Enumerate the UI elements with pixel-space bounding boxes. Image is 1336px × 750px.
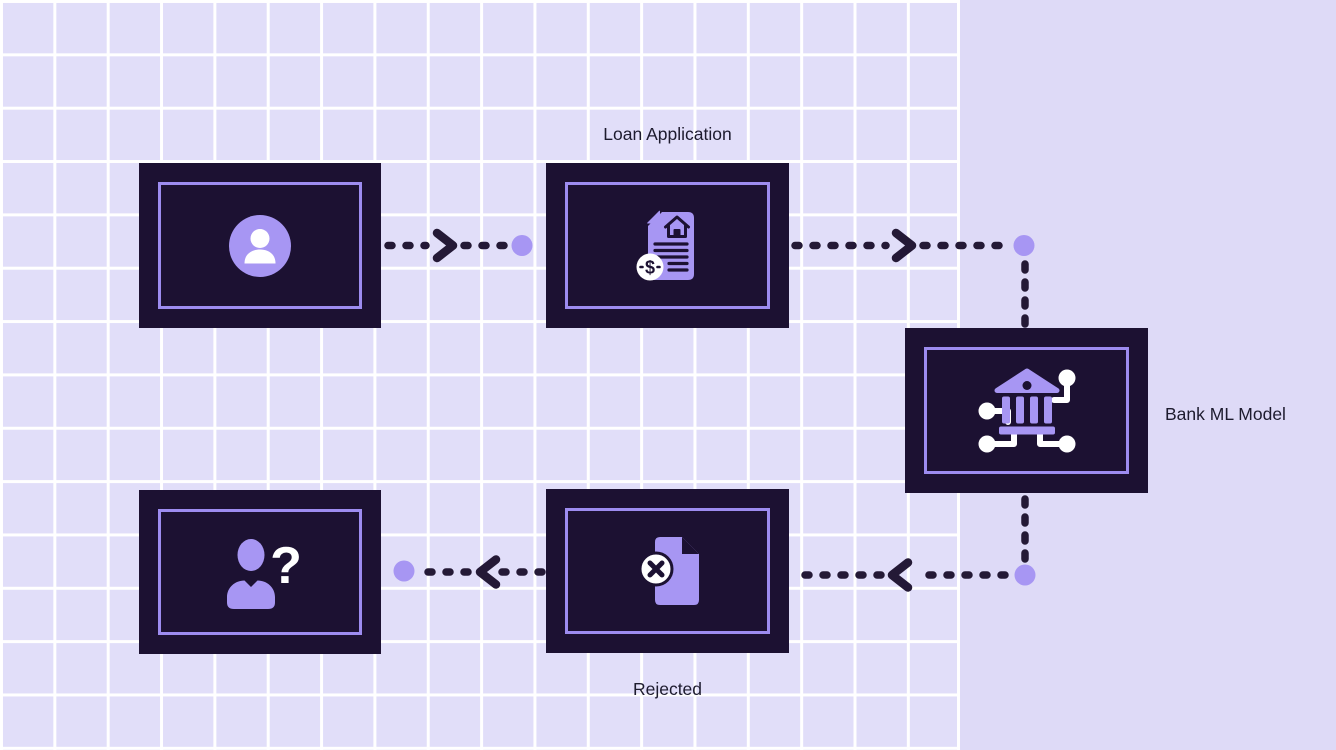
node-frame xyxy=(158,182,362,309)
bank-network-icon xyxy=(978,368,1075,452)
arrow-model-to-rejected xyxy=(791,495,1029,592)
connector-dot xyxy=(511,235,533,256)
arrowhead-left-icon xyxy=(475,555,501,589)
node-frame xyxy=(924,347,1129,474)
loan-document-icon: $ xyxy=(636,210,694,280)
connector-dot xyxy=(1014,564,1036,586)
node-bank-ml-model xyxy=(905,328,1148,493)
arrowhead-right-icon xyxy=(891,228,917,263)
arrow-applicant-to-loan xyxy=(384,228,508,263)
node-frame xyxy=(565,508,770,634)
connector-dot xyxy=(1013,235,1035,256)
svg-text:?: ? xyxy=(270,537,302,595)
svg-text:$: $ xyxy=(644,257,654,277)
node-applicant xyxy=(139,163,381,328)
label-loan-application: Loan Application xyxy=(603,124,732,144)
node-frame xyxy=(158,509,362,635)
node-frame xyxy=(565,182,770,309)
label-bank-ml-model: Bank ML Model xyxy=(1165,404,1286,424)
connector-dot xyxy=(393,560,415,582)
node-applicant-question: ? xyxy=(139,490,381,654)
arrow-loan-to-model xyxy=(791,228,1029,329)
user-avatar-icon xyxy=(229,214,291,277)
arrowhead-left-icon xyxy=(887,558,913,592)
arrowhead-right-icon xyxy=(432,228,458,263)
person-question-icon: ? xyxy=(227,537,302,609)
label-rejected: Rejected xyxy=(632,679,703,699)
node-rejected xyxy=(546,489,789,653)
arrow-rejected-to-review xyxy=(420,555,546,589)
node-loan-application: $ xyxy=(546,163,789,328)
rejected-document-icon xyxy=(638,537,699,605)
